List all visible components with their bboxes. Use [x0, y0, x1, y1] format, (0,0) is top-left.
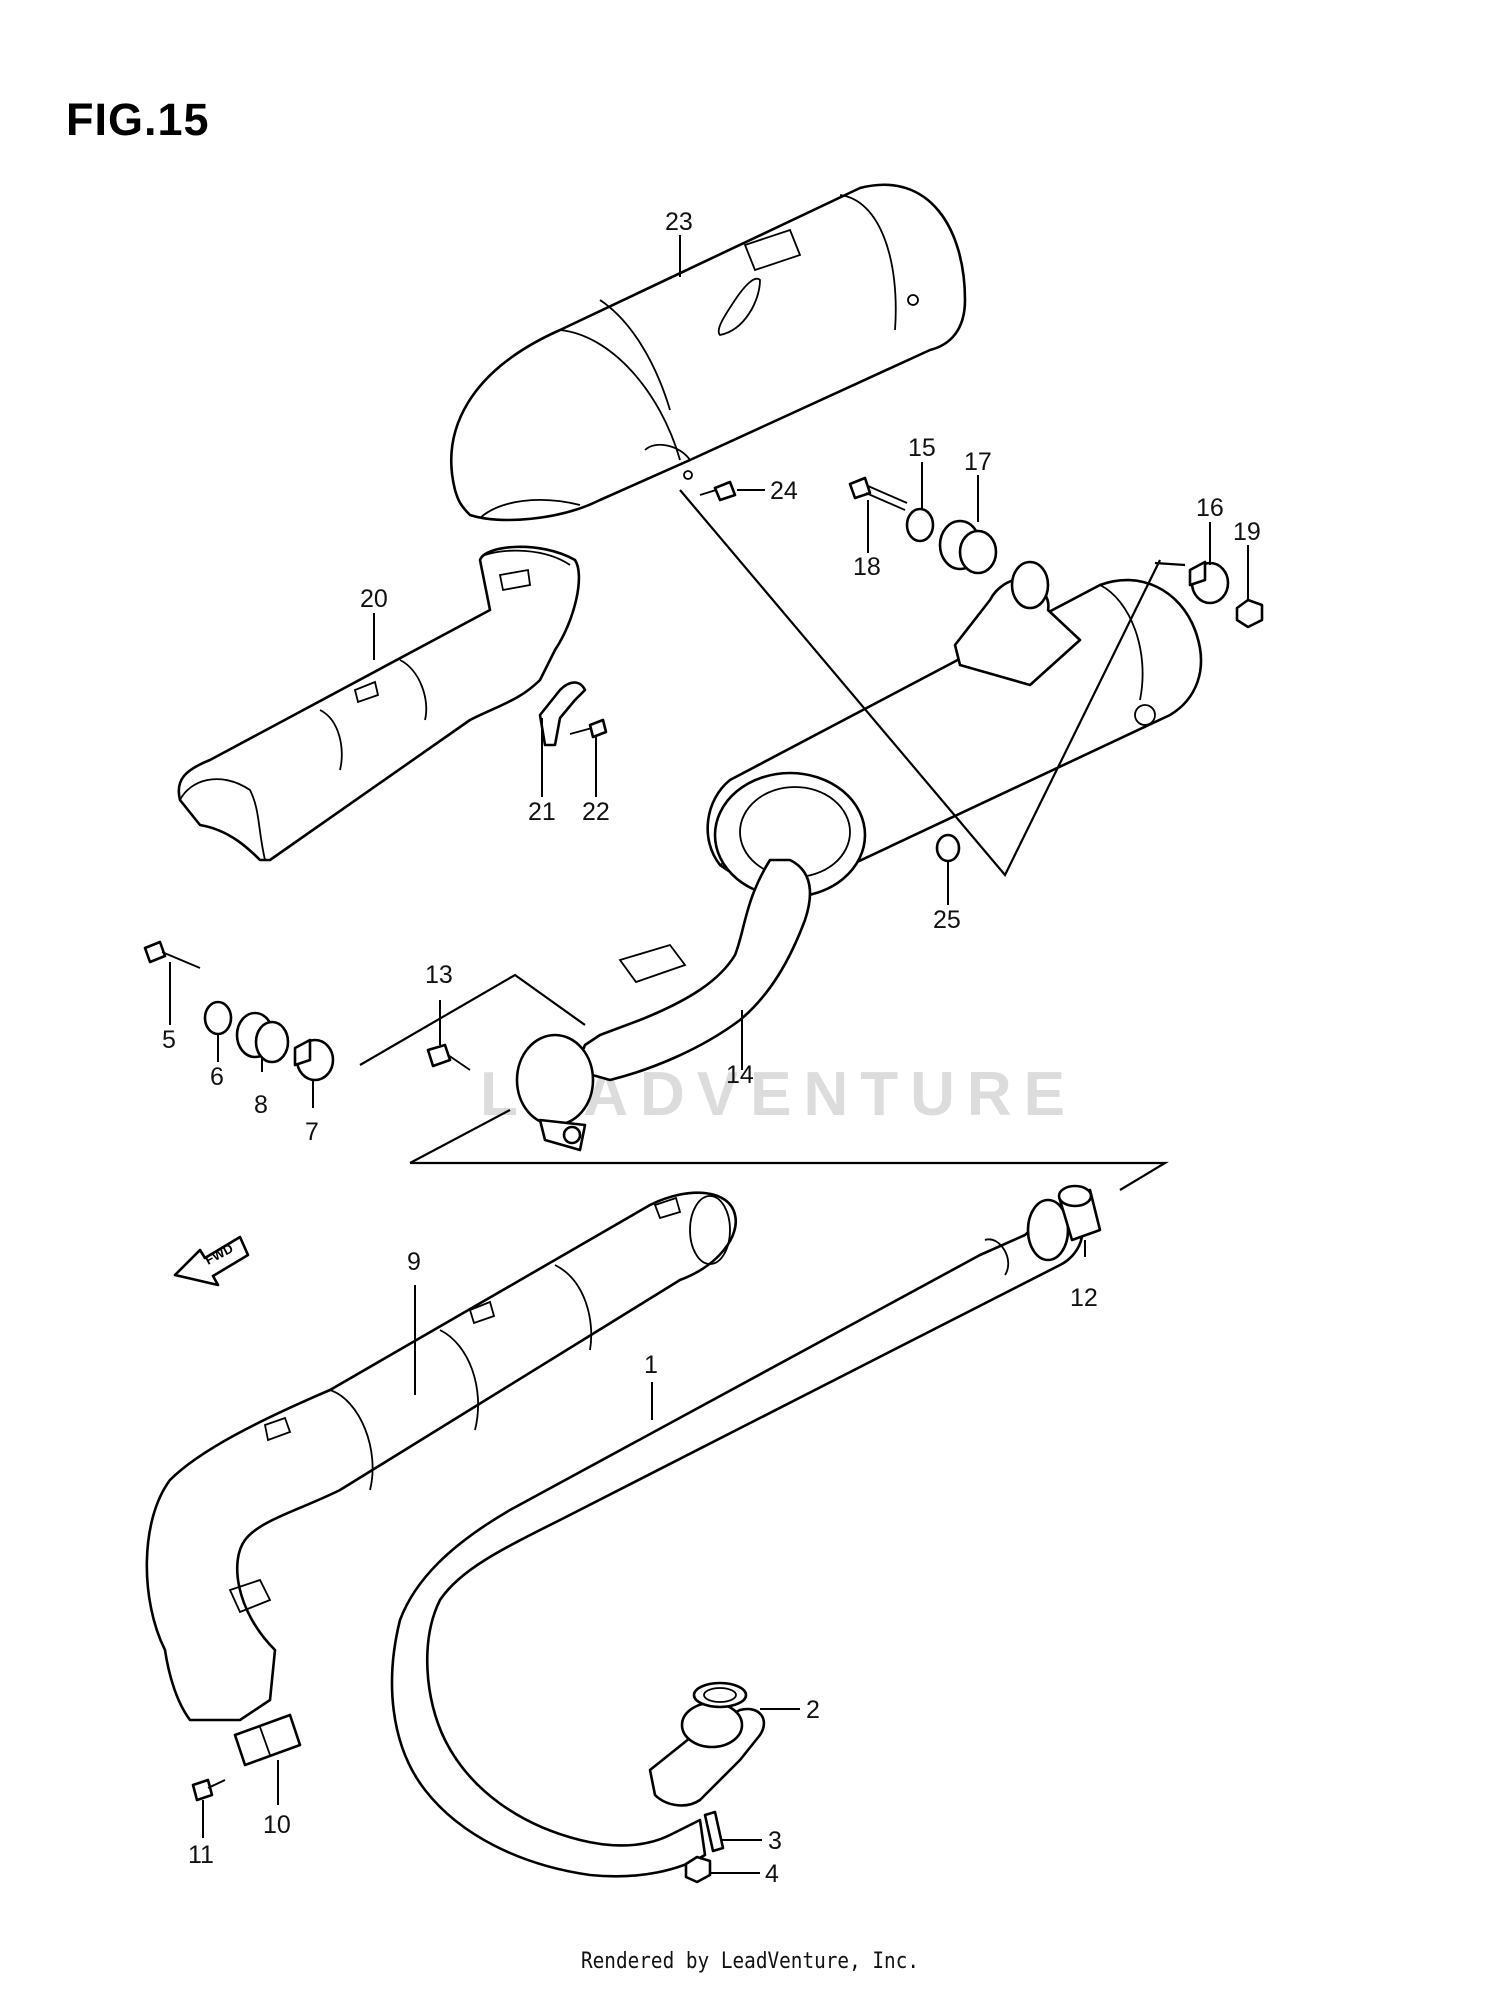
- callout-12: 12: [1070, 1284, 1098, 1312]
- callout-25: 25: [933, 906, 961, 934]
- part-16-collar[interactable]: [1188, 560, 1230, 605]
- part-22-bolt[interactable]: [569, 718, 608, 739]
- part-1-exhaust-pipe[interactable]: [390, 1198, 1084, 1878]
- part-20-heat-shield[interactable]: [177, 545, 581, 862]
- footer-credit: Rendered by LeadVenture, Inc.: [580, 1949, 920, 1974]
- part-21-bracket[interactable]: [538, 681, 587, 747]
- part-5-bolt[interactable]: [143, 940, 201, 969]
- callout-15: 15: [908, 434, 936, 462]
- callout-5: 5: [162, 1026, 176, 1054]
- callout-22: 22: [582, 798, 610, 826]
- callout-24: 24: [770, 477, 798, 505]
- callout-13: 13: [425, 961, 453, 989]
- callout-labels: 23 24 20 21 22 15 17 18 16 19 25 14 13 5…: [162, 208, 1261, 1888]
- callout-9: 9: [407, 1248, 421, 1276]
- callout-17: 17: [964, 448, 992, 476]
- callout-10: 10: [263, 1811, 291, 1839]
- fwd-arrow-icon: FWD: [173, 1235, 250, 1287]
- part-24-screw[interactable]: [699, 480, 737, 502]
- callout-14: 14: [726, 1061, 754, 1089]
- callout-16: 16: [1196, 494, 1224, 522]
- part-13-bolt[interactable]: [426, 1043, 471, 1071]
- part-2-gasket[interactable]: [692, 1681, 748, 1709]
- callout-23: 23: [665, 208, 693, 236]
- callout-8: 8: [254, 1091, 268, 1119]
- callout-20: 20: [360, 585, 388, 613]
- callout-18: 18: [853, 553, 881, 581]
- assembly-lines: [359, 489, 1186, 1191]
- part-12-gasket[interactable]: [1057, 1184, 1102, 1242]
- callout-4: 4: [765, 1860, 779, 1888]
- figure-title: FIG.15: [66, 94, 210, 145]
- part-3-stud[interactable]: [703, 1810, 725, 1853]
- part-14-muffler[interactable]: [573, 560, 1203, 1082]
- part-18-bolt[interactable]: [848, 476, 908, 511]
- part-4-nut[interactable]: [684, 1855, 712, 1884]
- callout-3: 3: [768, 1827, 782, 1855]
- part-17-grommet[interactable]: [938, 519, 998, 575]
- part-8-grommet[interactable]: [235, 1011, 290, 1064]
- part-19-nut[interactable]: [1235, 598, 1264, 629]
- callout-21: 21: [528, 798, 556, 826]
- part-11-bolt[interactable]: [191, 1778, 226, 1802]
- part-6-washer[interactable]: [203, 1000, 233, 1036]
- part-23-muffler-cover[interactable]: [450, 183, 967, 522]
- part-10-clamp[interactable]: [233, 1713, 302, 1767]
- callout-6: 6: [210, 1063, 224, 1091]
- part-25-grommet[interactable]: [935, 833, 961, 863]
- leader-lines: [169, 235, 1249, 1874]
- callout-7: 7: [305, 1118, 319, 1146]
- part-9-pipe-cover[interactable]: [145, 1191, 738, 1722]
- callout-11: 11: [188, 1841, 214, 1869]
- callout-1: 1: [644, 1351, 658, 1379]
- part-14-clamp[interactable]: [515, 1033, 595, 1152]
- part-7-collar[interactable]: [293, 1038, 335, 1082]
- callout-19: 19: [1233, 518, 1261, 546]
- callout-2: 2: [806, 1696, 820, 1724]
- part-15-washer[interactable]: [905, 507, 935, 543]
